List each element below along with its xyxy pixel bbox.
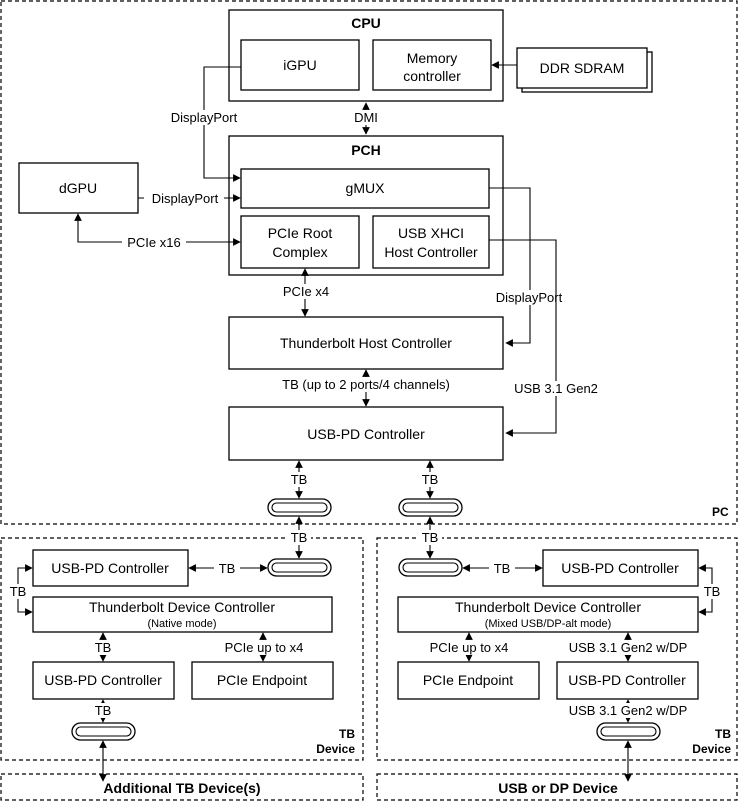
- usb-device-usb-link-bottom-label: USB 3.1 Gen2 w/DP: [569, 703, 688, 718]
- cpu-title: CPU: [351, 15, 381, 31]
- usb-xhci-label-1: USB XHCI: [398, 225, 464, 241]
- tb-device-tb-link-bottom-label: TB: [95, 703, 112, 718]
- usb-device-tb-link-h-label: TB: [494, 561, 511, 576]
- tb-device-usbpd-top-box: [32, 549, 189, 587]
- tb-device-controller-box: [32, 596, 333, 633]
- usb-device-controller-box: [397, 596, 699, 633]
- usb-device-region: [376, 537, 738, 761]
- dgpu-displayport-label: DisplayPort: [152, 191, 219, 206]
- usb-device-pcie-endpoint-box: [397, 661, 540, 700]
- pc-region: [0, 0, 738, 525]
- tb-device-controller-label: Thunderbolt Device Controller: [89, 599, 275, 615]
- pcie-root-label-1: PCIe Root: [268, 225, 333, 241]
- dgpu-label: dGPU: [59, 180, 97, 196]
- gmux-displayport-line: [489, 187, 531, 347]
- pc-port-left-icon: [267, 498, 332, 517]
- tb-device-port-top-icon: [267, 558, 332, 577]
- tb-ports-label: TB (up to 2 ports/4 channels): [282, 377, 450, 392]
- usb-device-usbpd-bottom-box: [556, 661, 699, 700]
- gmux-label: gMUX: [346, 180, 386, 196]
- tb-device-tb-link-side-label: TB: [10, 584, 27, 599]
- cable-left-label: TB: [291, 530, 308, 545]
- usb-device-port-bottom-icon: [596, 722, 661, 741]
- igpu-displayport-label: DisplayPort: [171, 110, 238, 125]
- usb-device-controller-label: Thunderbolt Device Controller: [455, 599, 641, 615]
- pcie-x4-label: PCIe x4: [283, 284, 329, 299]
- pcie-root-label-2: Complex: [272, 244, 327, 260]
- usb-device-port-top-icon: [398, 558, 463, 577]
- memory-controller-label-1: Memory: [407, 50, 458, 66]
- usb-or-dp-device-label: USB or DP Device: [498, 780, 618, 796]
- usb-device-usbpd-bottom-label: USB-PD Controller: [568, 672, 686, 688]
- usb-xhci-box: [372, 215, 490, 269]
- tb-device-region: [0, 537, 364, 761]
- tb-device-usbpd-bottom-label: USB-PD Controller: [44, 672, 162, 688]
- igpu-label: iGPU: [283, 57, 316, 73]
- usb31-label: USB 3.1 Gen2: [514, 381, 598, 396]
- usb-xhci-label-2: Host Controller: [384, 244, 478, 260]
- pcie-root-complex-box: [240, 215, 360, 269]
- usb-device-pcie-link-label: PCIe up to x4: [430, 640, 509, 655]
- ddr-label: DDR SDRAM: [540, 60, 625, 76]
- pc-usbpd-controller-box: [228, 406, 504, 461]
- dmi-label: DMI: [354, 110, 378, 125]
- usb-device-usbpd-top-box: [542, 549, 699, 587]
- ddr-box: [516, 47, 648, 89]
- pc-tb-right-label: TB: [422, 472, 439, 487]
- tb-device-pcie-link-label: PCIe up to x4: [225, 640, 304, 655]
- pc-usbpd-controller-label: USB-PD Controller: [307, 426, 425, 442]
- tb-device-tb-link-mid-label: TB: [95, 640, 112, 655]
- additional-tb-devices-label: Additional TB Device(s): [103, 780, 260, 796]
- memory-controller-box: [372, 39, 492, 91]
- usb-device-tb-link-side-label: TB: [704, 584, 721, 599]
- dgpu-box: [18, 162, 139, 214]
- usb-device-usbpd-top-label: USB-PD Controller: [561, 560, 679, 576]
- tb-host-controller-label: Thunderbolt Host Controller: [280, 335, 452, 351]
- tb-device-port-bottom-icon: [71, 722, 136, 741]
- usb-device-corner-label-1: TB: [715, 727, 731, 741]
- usb-device-corner-label-2: Device: [692, 742, 731, 756]
- tb-device-tb-link-h-label: TB: [219, 561, 236, 576]
- cable-right-label: TB: [422, 530, 439, 545]
- tb-device-mode-label: (Native mode): [147, 618, 216, 630]
- tb-device-corner-label-2: Device: [316, 742, 355, 756]
- tb-device-usbpd-bottom-box: [32, 661, 175, 700]
- pc-tb-left-label: TB: [291, 472, 308, 487]
- pc-port-right-icon: [398, 498, 463, 517]
- memory-controller-label-2: controller: [403, 68, 461, 84]
- pcie-x16-label: PCIe x16: [127, 235, 180, 250]
- igpu-box: [240, 39, 360, 91]
- usb-or-dp-region: [376, 773, 738, 801]
- usb-device-mode-label: (Mixed USB/DP-alt mode): [485, 618, 612, 630]
- pch-title: PCH: [351, 142, 381, 158]
- tb-device-corner-label-1: TB: [339, 727, 355, 741]
- tb-device-usbpd-top-label: USB-PD Controller: [51, 560, 169, 576]
- additional-tb-region: [0, 773, 364, 801]
- tb-device-pcie-endpoint-label: PCIe Endpoint: [217, 672, 307, 688]
- usb-device-usb-link-mid-label: USB 3.1 Gen2 w/DP: [569, 640, 688, 655]
- tb-host-controller-box: [228, 316, 504, 370]
- gmux-displayport-label: DisplayPort: [496, 290, 563, 305]
- usb-device-pcie-endpoint-label: PCIe Endpoint: [423, 672, 513, 688]
- tb-device-pcie-endpoint-box: [191, 661, 334, 700]
- pc-region-label: PC: [712, 505, 729, 519]
- usb31-line: [489, 239, 557, 437]
